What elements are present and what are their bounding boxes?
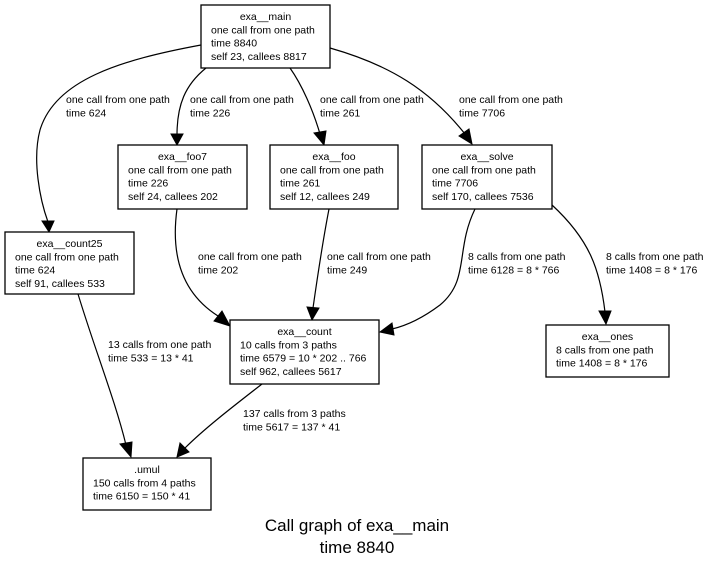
edge-main-count25: [36, 44, 202, 234]
edge-calls-text: one call from one path: [190, 94, 294, 106]
edge-time-text: time 6128 = 8 * 766: [468, 264, 560, 276]
node-name: exa__count25: [37, 238, 103, 250]
edge-calls-text: one call from one path: [198, 251, 302, 263]
edge-foo-count: [306, 208, 330, 322]
edge-calls-text: one call from one path: [327, 251, 431, 263]
edge-main-foo: [289, 67, 327, 147]
edge-calls-text: one call from one path: [66, 94, 170, 106]
edge-calls-text: one call from one path: [459, 94, 563, 106]
node-stat-line: 10 calls from 3 paths: [240, 339, 337, 351]
node-stat-line: self 24, callees 202: [128, 191, 218, 203]
node-name: .umul: [134, 464, 160, 476]
node-stat-line: time 8840: [211, 38, 257, 50]
edge-time-text: time 261: [320, 107, 360, 119]
node-name: exa__ones: [582, 331, 633, 343]
node-stat-line: one call from one path: [432, 164, 536, 176]
node-name: exa__foo: [312, 151, 355, 163]
node-name: exa__main: [240, 11, 292, 23]
node-stat-line: self 962, callees 5617: [240, 366, 342, 378]
node-box: [82, 457, 212, 511]
graph-title-text: Call graph of exa__main: [265, 516, 449, 535]
edge-time-text: time 7706: [459, 107, 505, 119]
node-stat-line: self 12, callees 249: [280, 191, 370, 203]
node-stat-line: self 23, callees 8817: [211, 51, 307, 63]
edge-main-solve: [329, 47, 473, 146]
node-box: [200, 4, 331, 69]
graph-subtitle-text: time 8840: [320, 538, 395, 557]
node-stat-line: time 261: [280, 178, 320, 190]
edge-calls-text: 137 calls from 3 paths: [243, 408, 346, 420]
node-box: [4, 231, 135, 295]
edge-time-text: time 226: [190, 107, 230, 119]
node-stat-line: time 6579 = 10 * 202 .. 766: [240, 353, 367, 365]
node-stat-line: self 91, callees 533: [15, 278, 105, 290]
node-box: [421, 144, 553, 210]
node-stat-line: one call from one path: [280, 164, 384, 176]
node-box: [269, 144, 399, 210]
edge-time-text: time 1408 = 8 * 176: [606, 264, 698, 276]
node-stat-line: self 170, callees 7536: [432, 191, 534, 203]
edge-solve-ones: [551, 204, 612, 326]
node-name: exa__solve: [460, 151, 513, 163]
edge-solve-count: [378, 208, 476, 336]
node-stat-line: 8 calls from one path: [556, 344, 654, 356]
edge-calls-text: 8 calls from one path: [468, 251, 566, 263]
edge-time-text: time 202: [198, 264, 238, 276]
node-box: [545, 324, 670, 378]
edge-time-text: time 5617 = 137 * 41: [243, 421, 340, 433]
node-stat-line: time 624: [15, 265, 55, 277]
node-box: [117, 144, 248, 210]
node-stat-line: 150 calls from 4 paths: [93, 477, 196, 489]
edge-time-text: time 533 = 13 * 41: [108, 352, 194, 364]
edge-calls-text: 13 calls from one path: [108, 339, 211, 351]
node-stat-line: one call from one path: [15, 251, 119, 263]
edge-calls-text: one call from one path: [320, 94, 424, 106]
edge-time-text: time 624: [66, 107, 106, 119]
edge-time-text: time 249: [327, 264, 367, 276]
node-stat-line: time 7706: [432, 178, 478, 190]
node-stat-line: time 226: [128, 178, 168, 190]
node-stat-line: time 1408 = 8 * 176: [556, 358, 648, 370]
node-name: exa__count: [277, 326, 331, 338]
graph-title: Call graph of exa__main time 8840: [265, 516, 449, 557]
node-stat-line: time 6150 = 150 * 41: [93, 491, 190, 503]
node-stat-line: one call from one path: [211, 24, 315, 36]
edge-main-foo7: [170, 67, 207, 147]
node-name: exa__foo7: [158, 151, 207, 163]
node-box: [229, 319, 380, 385]
node-stat-line: one call from one path: [128, 164, 232, 176]
edge-foo7-count: [174, 208, 232, 327]
edge-count-umul: [176, 383, 263, 458]
edge-calls-text: 8 calls from one path: [606, 251, 704, 263]
edge-count25-umul: [77, 293, 133, 459]
